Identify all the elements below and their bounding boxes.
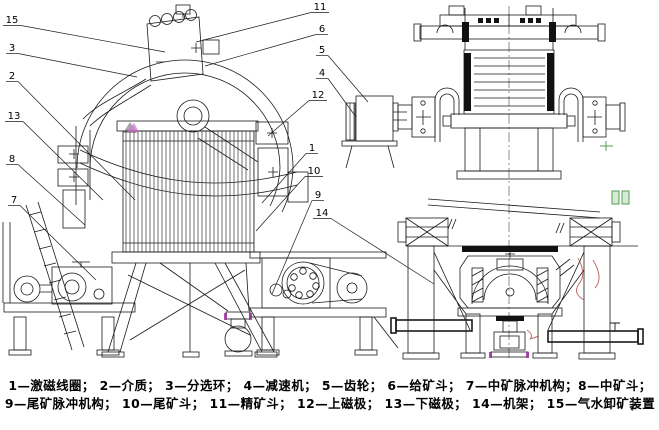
callout-15: 15 bbox=[3, 15, 166, 53]
callout-8: 8 bbox=[6, 154, 86, 226]
right-pole-bracket bbox=[255, 121, 309, 203]
flush-device bbox=[146, 4, 220, 82]
svg-text:13: 13 bbox=[8, 111, 21, 122]
base-and-legs bbox=[25, 201, 278, 358]
side-view-drawing bbox=[2, 4, 407, 358]
legend-line-2: 9—尾矿脉冲机构； 10—尾矿斗； 11—精矿斗； 12—上磁极； 13—下磁极… bbox=[5, 396, 655, 411]
svg-text:6: 6 bbox=[319, 24, 325, 35]
svg-text:2: 2 bbox=[9, 71, 15, 82]
red-squiggle-mark bbox=[575, 257, 600, 301]
callout-7: 7 bbox=[8, 195, 97, 281]
pink-triangle-mark bbox=[127, 123, 139, 132]
excitation-coil bbox=[116, 120, 259, 253]
purple-tick bbox=[526, 352, 529, 358]
left-pole-bracket bbox=[57, 145, 89, 229]
return-glyph-mark: ↵ bbox=[630, 404, 638, 415]
callout-11: 11 bbox=[195, 2, 329, 43]
separating-ring bbox=[76, 59, 294, 213]
callout-6: 6 bbox=[204, 24, 328, 67]
purple-tick bbox=[489, 352, 492, 358]
svg-text:14: 14 bbox=[316, 208, 329, 219]
svg-text:11: 11 bbox=[314, 2, 327, 13]
svg-text:1: 1 bbox=[309, 143, 315, 154]
legend: 1—激磁线圈； 2—介质； 3—分选环； 4—减速机； 5—齿轮； 6—给矿斗；… bbox=[5, 378, 655, 411]
svg-text:15: 15 bbox=[6, 15, 19, 26]
callout-layer: 15 3 2 13 8 7 11 6 5 4 12 1 10 9 14 bbox=[3, 2, 435, 295]
callout-3: 3 bbox=[6, 43, 138, 78]
callout-1: 1 bbox=[261, 143, 318, 204]
svg-text:7: 7 bbox=[11, 195, 17, 206]
callout-13: 13 bbox=[5, 111, 104, 201]
front-view-drawing bbox=[390, 5, 644, 360]
green-rect-mark bbox=[611, 190, 620, 205]
magnet-yoke-tower bbox=[442, 49, 576, 180]
green-cross-mark bbox=[600, 141, 613, 151]
middlings-pulse-mechanism bbox=[3, 261, 136, 356]
svg-text:5: 5 bbox=[319, 45, 325, 56]
pulse-diaphragm-unit bbox=[457, 246, 575, 358]
left-bearing-block bbox=[392, 96, 436, 138]
callout-14: 14 bbox=[313, 208, 435, 285]
right-bearing-block bbox=[582, 96, 626, 138]
purple-tick bbox=[224, 313, 227, 320]
legend-line-1: 1—激磁线圈； 2—介质； 3—分选环； 4—减速机； 5—齿轮； 6—给矿斗；… bbox=[8, 378, 651, 393]
callout-10: 10 bbox=[255, 166, 323, 232]
callout-12: 12 bbox=[267, 90, 327, 137]
callout-5: 5 bbox=[316, 45, 369, 103]
svg-text:4: 4 bbox=[319, 68, 325, 79]
watermark-artifacts: ↵ bbox=[123, 122, 638, 415]
purple-tick bbox=[249, 313, 252, 320]
tailings-pulse-mechanism bbox=[249, 251, 399, 356]
svg-text:8: 8 bbox=[9, 154, 15, 165]
svg-text:3: 3 bbox=[9, 43, 15, 54]
svg-text:10: 10 bbox=[308, 166, 321, 177]
top-shaft-assembly bbox=[413, 5, 606, 50]
bottom-pipes bbox=[390, 317, 644, 345]
svg-text:12: 12 bbox=[312, 90, 325, 101]
callout-4: 4 bbox=[316, 68, 357, 118]
green-rect-mark bbox=[621, 190, 630, 205]
svg-text:9: 9 bbox=[315, 190, 321, 201]
reducer-gear-unit bbox=[341, 95, 407, 169]
callout-2: 2 bbox=[6, 71, 136, 201]
red-small-mark bbox=[526, 329, 540, 340]
callout-9: 9 bbox=[271, 190, 324, 295]
machine-frame bbox=[397, 198, 638, 360]
